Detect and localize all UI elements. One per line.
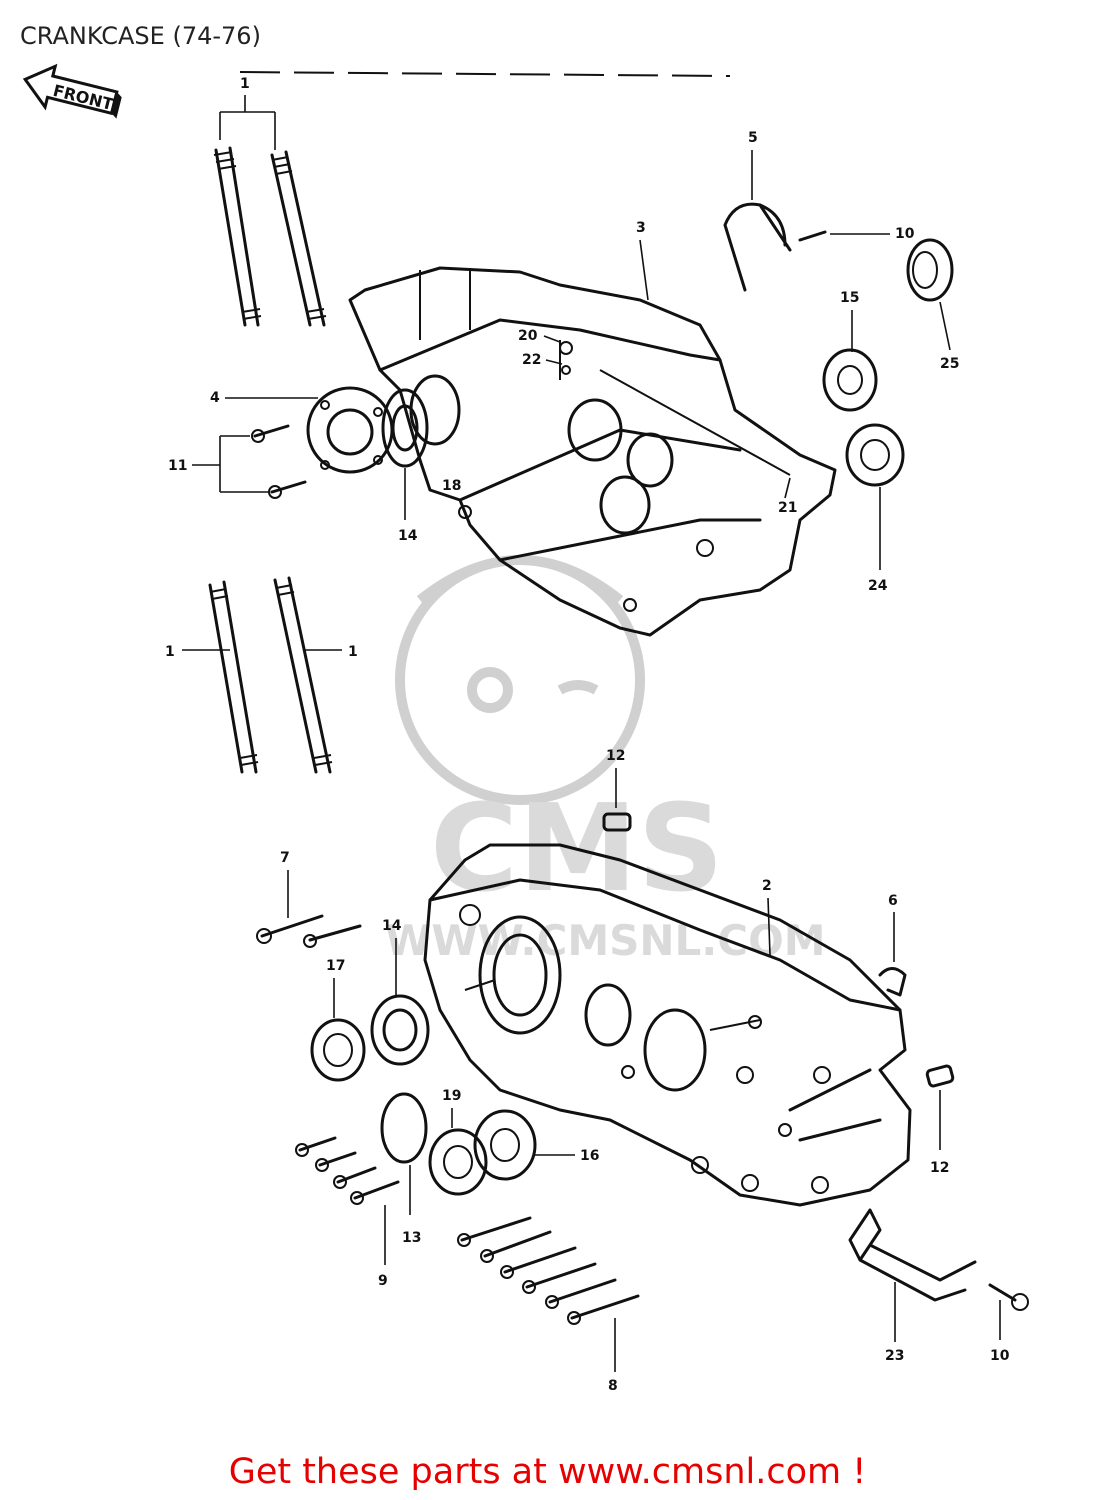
callout-10-top: 10 [895,226,915,242]
callout-1-right: 1 [348,644,358,660]
ball-bearing-16 [473,1109,537,1181]
callout-10-bottom: 10 [990,1348,1010,1364]
screws-7 [256,914,362,948]
diagram-title: CRANKCASE (74-76) [20,22,261,50]
callout-7: 7 [280,850,290,866]
callout-14-top: 14 [398,528,418,544]
parts-link-banner[interactable]: Get these parts at www.cmsnl.com ! [228,1452,867,1492]
callout-3: 3 [636,220,646,236]
ball-bearing-15 [822,348,878,412]
callout-15: 15 [840,290,859,306]
callout-9: 9 [378,1273,388,1289]
screw-10-top [798,230,827,242]
dowel-pin-12-top [602,812,632,832]
cms-watermark-logo: CMS WWW.CMSNL.COM [385,555,826,965]
callout-25: 25 [940,356,959,372]
callout-13: 13 [402,1230,421,1246]
front-arrow-icon: FRONT [22,63,122,119]
callout-12-right: 12 [930,1160,949,1176]
stud-bolt-pair-bottom [208,576,333,774]
watermark-site-text: WWW.CMSNL.COM [385,916,826,965]
callout-17: 17 [326,958,345,974]
stud-bolt-pair-top: 1 [213,76,327,327]
callout-24: 24 [868,578,888,594]
bearing-14-top [381,388,429,468]
callout-16: 16 [580,1148,599,1164]
needle-bearing-25 [906,238,954,302]
callout-22: 22 [522,352,541,368]
callout-2: 2 [762,878,772,894]
callout-1-top: 1 [240,76,250,92]
bearing-14-bottom [370,994,430,1066]
screw-10-bottom [988,1283,1017,1302]
callout-18: 18 [442,478,461,494]
exploded-parts-diagram: CMS WWW.CMSNL.COM FRONT 1 3 4 [22,63,1029,1394]
callout-21: 21 [778,500,797,516]
callout-19: 19 [442,1088,461,1104]
callout-20: 20 [518,328,538,344]
clip-6 [878,967,907,997]
oil-seal-19 [428,1128,488,1196]
oil-seal-17 [310,1018,366,1082]
bracket-23 [848,1208,977,1302]
callout-11: 11 [168,458,187,474]
screws-8 [457,1216,640,1325]
callout-12-top: 12 [606,748,625,764]
ball-bearing-24 [845,423,905,487]
upper-crankcase-half [348,266,837,637]
callout-5: 5 [748,130,758,146]
callout-6: 6 [888,893,898,909]
callout-4: 4 [210,390,220,406]
oil-seal-plate [306,386,394,474]
bearing-holder-bracket [723,202,792,292]
callout-1-left: 1 [165,644,175,660]
cap-13 [380,1092,428,1164]
callout-23: 23 [885,1348,904,1364]
screws-9 [295,1136,400,1205]
lower-crankcase-half [423,843,912,1207]
callout-14-bottom: 14 [382,918,402,934]
screw-pair-11 [251,424,307,499]
dowel-pin-12-right [925,1064,955,1088]
callout-8: 8 [608,1378,618,1394]
